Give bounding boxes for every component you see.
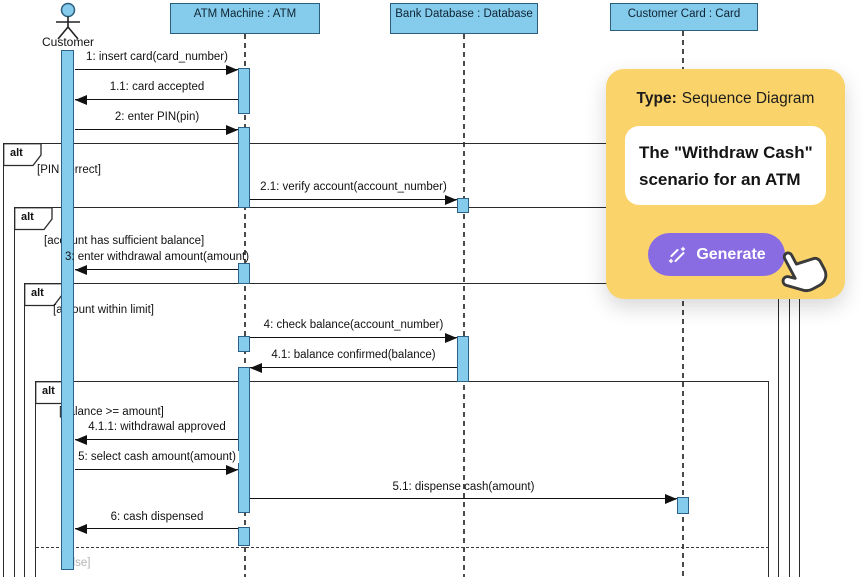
message-line bbox=[75, 469, 238, 470]
message-label: 4.1.1: withdrawal approved bbox=[88, 421, 226, 433]
activation-bank-db[interactable] bbox=[457, 198, 469, 213]
message-arrowhead bbox=[665, 494, 677, 504]
activation-atm[interactable] bbox=[238, 336, 250, 352]
message-arrowhead bbox=[226, 465, 238, 475]
message-arrowhead bbox=[226, 65, 238, 75]
message-arrowhead bbox=[75, 265, 87, 275]
message-line bbox=[75, 129, 238, 130]
type-label: Type: bbox=[636, 90, 677, 107]
message-label: 5.1: dispense cash(amount) bbox=[392, 481, 535, 493]
message-line bbox=[250, 367, 457, 368]
message-label: 5: select cash amount(amount) bbox=[75, 451, 239, 463]
alt-frame-3-tab bbox=[24, 283, 63, 307]
customer-card-lifeline bbox=[682, 31, 684, 577]
alt-operator-label: alt bbox=[21, 211, 34, 223]
message-arrowhead bbox=[250, 363, 262, 373]
lifeline-head-atm[interactable]: ATM Machine : ATM bbox=[170, 3, 320, 34]
alt-operator-label: alt bbox=[10, 147, 23, 159]
message-line bbox=[250, 498, 677, 499]
activation-atm[interactable] bbox=[238, 127, 250, 208]
generate-button[interactable]: Generate bbox=[648, 233, 785, 276]
message-label: 4.1: balance confirmed(balance) bbox=[271, 349, 436, 361]
message-label: 4: check balance(account_number) bbox=[263, 319, 444, 331]
message-line bbox=[75, 99, 238, 100]
message-line bbox=[75, 269, 238, 270]
activation-atm[interactable] bbox=[238, 263, 250, 284]
message-arrowhead bbox=[75, 435, 87, 445]
message-label: 3: enter withdrawal amount(amount) bbox=[64, 251, 250, 263]
message-arrowhead bbox=[75, 524, 87, 534]
guard-amount-within-limit: [amount within limit] bbox=[53, 304, 154, 316]
message-label: 2.1: verify account(account_number) bbox=[260, 181, 447, 193]
type-value: Sequence Diagram bbox=[681, 90, 815, 107]
alt-frame-1[interactable] bbox=[3, 143, 800, 577]
else-separator bbox=[36, 547, 769, 548]
lifeline-label: Customer Card : Card bbox=[627, 8, 741, 20]
lifeline-head-bank-db[interactable]: Bank Database : Database bbox=[390, 3, 538, 34]
alt-operator-label: alt bbox=[42, 385, 55, 397]
message-arrowhead bbox=[226, 125, 238, 135]
message-label: 1: insert card(card_number) bbox=[86, 51, 228, 63]
magic-wand-icon bbox=[669, 246, 686, 263]
generate-overlay-card: Type:Sequence Diagram The "Withdraw Cash… bbox=[606, 69, 845, 299]
message-line bbox=[75, 69, 238, 70]
lifeline-label: Bank Database : Database bbox=[395, 8, 533, 20]
alt-frame-2[interactable] bbox=[14, 207, 790, 577]
prompt-line: scenario for an ATM bbox=[639, 170, 801, 189]
hand-cursor-icon bbox=[781, 251, 828, 293]
message-arrowhead bbox=[75, 95, 87, 105]
message-line bbox=[250, 337, 457, 338]
activation-customer-card[interactable] bbox=[677, 497, 689, 514]
activation-customer[interactable] bbox=[61, 50, 74, 570]
diagram-type-row: Type:Sequence Diagram bbox=[606, 90, 845, 108]
message-label: 1.1: card accepted bbox=[109, 81, 205, 93]
alt-operator-label: alt bbox=[31, 287, 44, 299]
message-label: 2: enter PIN(pin) bbox=[114, 111, 200, 123]
message-arrowhead bbox=[445, 333, 457, 343]
lifeline-label: ATM Machine : ATM bbox=[193, 8, 297, 20]
message-label: 6: cash dispensed bbox=[110, 511, 204, 523]
activation-atm[interactable] bbox=[238, 68, 250, 114]
message-line bbox=[75, 439, 238, 440]
message-arrowhead bbox=[445, 195, 457, 205]
alt-frame-2-tab bbox=[14, 207, 53, 231]
activation-bank-db[interactable] bbox=[457, 336, 469, 382]
guard-balance-ge-amount: [balance >= amount] bbox=[59, 406, 164, 418]
message-line bbox=[75, 528, 238, 529]
actor-label: Customer bbox=[41, 35, 94, 49]
bank-db-lifeline bbox=[463, 34, 465, 577]
generate-button-label: Generate bbox=[696, 245, 766, 263]
activation-atm[interactable] bbox=[238, 527, 250, 546]
alt-frame-3[interactable] bbox=[24, 283, 779, 577]
prompt-box[interactable]: The "Withdraw Cash" scenario for an ATM bbox=[625, 126, 826, 205]
alt-frame-4[interactable] bbox=[35, 381, 769, 577]
prompt-line: The "Withdraw Cash" bbox=[639, 143, 813, 162]
guard-sufficient-balance: [account has sufficient balance] bbox=[44, 235, 205, 247]
atm-lifeline bbox=[244, 34, 246, 577]
actor-icon[interactable] bbox=[40, 1, 96, 45]
lifeline-head-customer-card[interactable]: Customer Card : Card bbox=[610, 3, 758, 31]
message-line bbox=[250, 199, 457, 200]
alt-frame-1-tab bbox=[3, 143, 42, 167]
activation-atm[interactable] bbox=[238, 367, 250, 513]
